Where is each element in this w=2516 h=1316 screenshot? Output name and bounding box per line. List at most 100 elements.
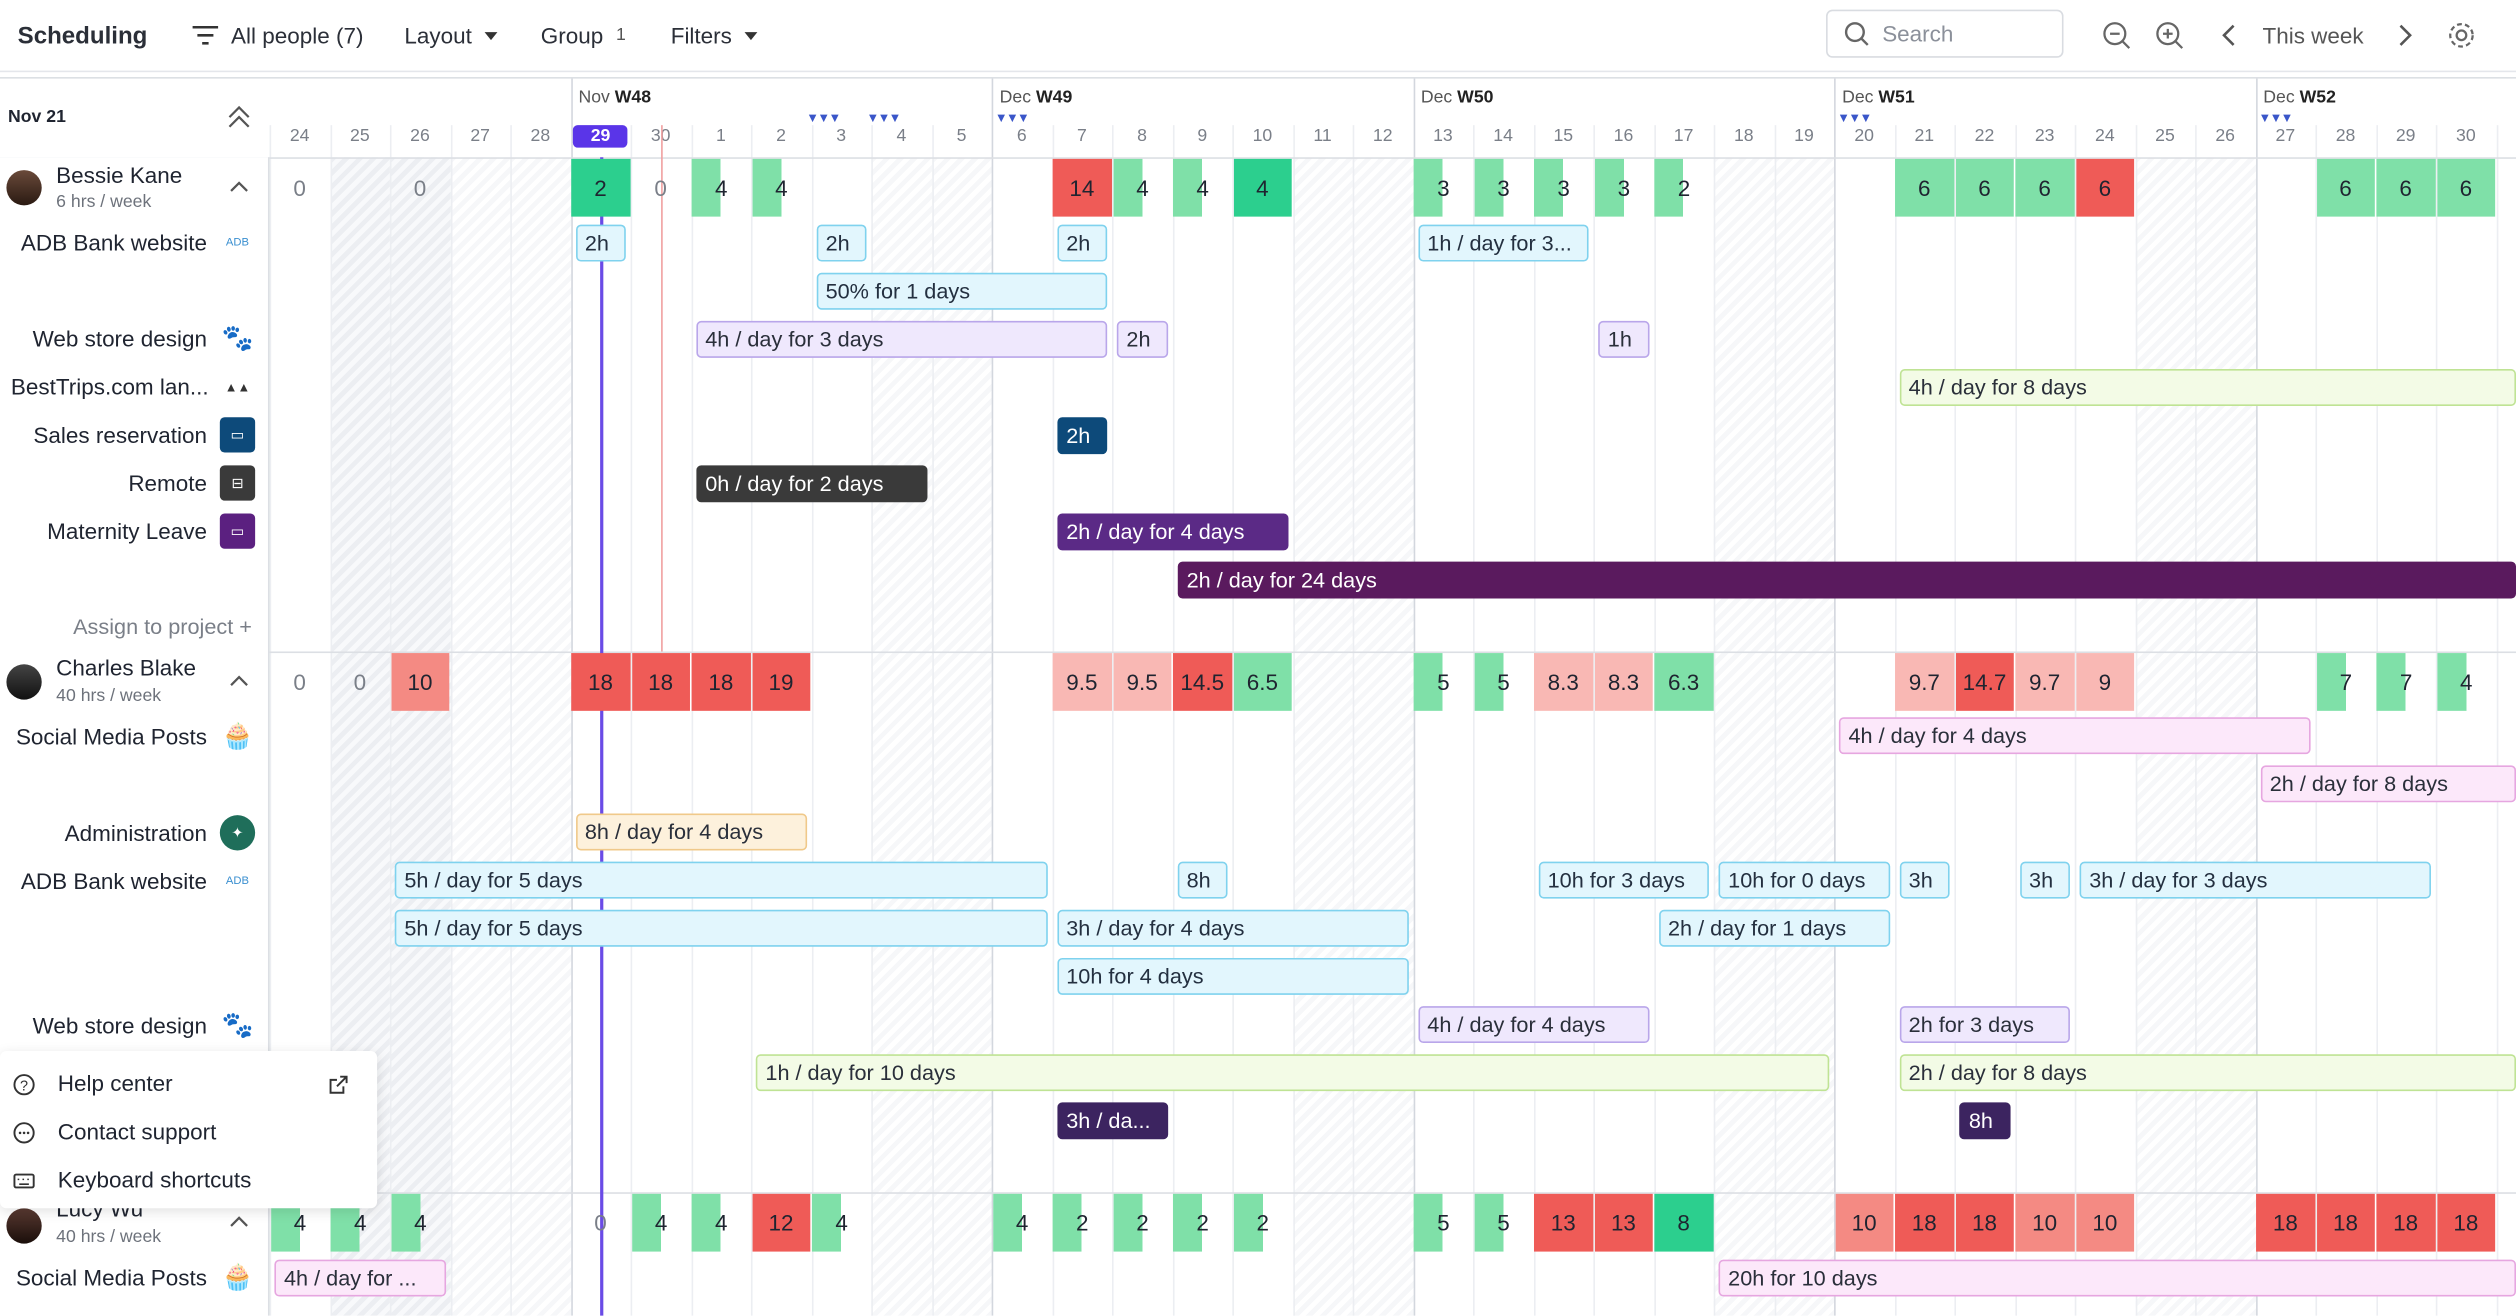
task-bar[interactable]: 4h / day for ... — [274, 1259, 446, 1297]
task-bar[interactable]: 2h — [815, 224, 867, 262]
chevron-up-icon[interactable] — [229, 1213, 248, 1232]
capacity-cell[interactable]: 18 — [631, 653, 690, 711]
capacity-cell[interactable]: 18 — [691, 653, 751, 711]
task-bar[interactable]: 2h / day for 8 days — [2260, 765, 2516, 803]
capacity-cell[interactable]: 13 — [1533, 1193, 1593, 1252]
capacity-cell[interactable]: 0 — [293, 669, 306, 695]
task-bar[interactable]: 10h for 0 days — [1718, 861, 1890, 899]
capacity-cell[interactable]: 7 — [2376, 653, 2436, 711]
zoom-in-icon[interactable] — [2153, 19, 2185, 51]
task-bar[interactable]: 8h — [1176, 861, 1228, 899]
task-bar[interactable]: 8h — [1959, 1102, 2010, 1140]
capacity-cell[interactable]: 4 — [1172, 158, 1233, 217]
capacity-cell[interactable]: 18 — [571, 653, 630, 711]
capacity-cell[interactable]: 9.5 — [1052, 653, 1112, 711]
capacity-cell[interactable]: 18 — [2316, 1193, 2375, 1252]
capacity-cell[interactable]: 18 — [2376, 1193, 2435, 1252]
capacity-cell[interactable]: 10 — [2075, 1193, 2135, 1252]
capacity-cell[interactable]: 18 — [2436, 1193, 2496, 1252]
capacity-cell[interactable]: 10 — [390, 653, 450, 711]
chevron-left-icon[interactable] — [2214, 19, 2246, 51]
capacity-cell[interactable]: 5 — [1413, 1193, 1474, 1252]
task-bar[interactable]: 4h / day for 4 days — [1417, 1006, 1649, 1043]
task-bar[interactable]: 3h / day for 4 days — [1056, 909, 1409, 947]
capacity-cell[interactable]: 4 — [811, 1193, 872, 1252]
capacity-cell[interactable]: 2 — [571, 158, 630, 217]
task-bar[interactable]: 4h / day for 8 days — [1899, 369, 2516, 406]
chevron-up-icon[interactable] — [229, 178, 248, 197]
task-bar[interactable]: 50% for 1 days — [815, 272, 1108, 310]
capacity-cell[interactable]: 0 — [293, 174, 306, 201]
capacity-cell[interactable]: 3 — [1473, 158, 1534, 217]
capacity-cell[interactable]: 4 — [390, 1193, 451, 1252]
task-bar[interactable]: 3h / day for 3 days — [2079, 861, 2431, 899]
project-label[interactable]: Web store design — [32, 1012, 207, 1039]
project-label[interactable]: BestTrips.com lan... — [10, 373, 209, 400]
capacity-cell[interactable]: 18 — [1895, 1193, 1954, 1252]
capacity-cell[interactable]: 6 — [2436, 158, 2496, 217]
capacity-cell[interactable]: 2 — [1112, 1193, 1173, 1252]
capacity-cell[interactable]: 5 — [1473, 1193, 1534, 1252]
project-label[interactable]: Web store design — [32, 325, 207, 352]
capacity-cell[interactable]: 9.5 — [1112, 653, 1172, 711]
capacity-cell[interactable]: 9.7 — [2015, 653, 2074, 711]
task-bar[interactable]: 8h / day for 4 days — [575, 813, 807, 851]
capacity-cell[interactable]: 6 — [2075, 158, 2135, 217]
capacity-cell[interactable]: 8 — [1654, 1193, 1713, 1252]
project-label[interactable]: Maternity Leave — [47, 518, 207, 544]
capacity-cell[interactable]: 3 — [1413, 158, 1474, 217]
all-people-filter[interactable]: All people (7) — [192, 0, 363, 71]
capacity-cell[interactable]: 10 — [1834, 1193, 1894, 1252]
capacity-cell[interactable]: 5 — [1413, 653, 1474, 711]
capacity-cell[interactable]: 14 — [1052, 158, 1112, 217]
chevron-up-icon[interactable] — [229, 672, 248, 691]
capacity-cell[interactable]: 2 — [1052, 1193, 1112, 1252]
capacity-cell[interactable]: 7 — [2316, 653, 2376, 711]
capacity-cell[interactable]: 14.7 — [1955, 653, 2014, 711]
capacity-cell[interactable]: 6 — [1895, 158, 1954, 217]
capacity-cell[interactable]: 0 — [413, 174, 427, 201]
capacity-cell[interactable]: 6 — [2015, 158, 2074, 217]
filters-dropdown[interactable]: Filters — [671, 0, 758, 71]
task-bar[interactable]: 3h / da... — [1056, 1102, 1168, 1140]
capacity-cell[interactable]: 4 — [2436, 653, 2496, 711]
task-bar[interactable]: 2h / day for 24 days — [1176, 561, 2516, 599]
task-bar[interactable]: 2h for 3 days — [1899, 1006, 2070, 1043]
contact-support-link[interactable]: Contact support — [57, 1118, 217, 1145]
capacity-cell[interactable]: 4 — [1112, 158, 1173, 217]
capacity-cell[interactable]: 6.5 — [1233, 653, 1292, 711]
project-label[interactable]: Remote — [128, 470, 207, 496]
project-label[interactable]: Sales reservation — [33, 422, 207, 448]
capacity-cell[interactable]: 2 — [1654, 158, 1714, 217]
capacity-cell[interactable]: 9 — [2075, 653, 2135, 711]
person-name[interactable]: Bessie Kane — [56, 162, 183, 188]
task-bar[interactable]: 2h / day for 4 days — [1056, 513, 1288, 551]
task-bar[interactable]: 1h / day for 10 days — [755, 1054, 1830, 1092]
capacity-cell[interactable]: 6.3 — [1654, 653, 1713, 711]
capacity-cell[interactable]: 6 — [1955, 158, 2014, 217]
capacity-cell[interactable]: 4 — [691, 1193, 751, 1252]
task-bar[interactable]: 2h — [575, 224, 626, 262]
task-bar[interactable]: 5h / day for 5 days — [394, 861, 1048, 899]
search-input[interactable]: Search — [1826, 9, 2064, 58]
task-bar[interactable]: 0h / day for 2 days — [695, 465, 927, 503]
capacity-cell[interactable]: 19 — [751, 653, 811, 711]
capacity-cell[interactable]: 3 — [1533, 158, 1594, 217]
keyboard-shortcuts-link[interactable]: Keyboard shortcuts — [57, 1166, 252, 1193]
task-bar[interactable]: 3h — [2019, 861, 2070, 899]
task-bar[interactable]: 4h / day for 4 days — [1838, 717, 2311, 755]
capacity-cell[interactable]: 6 — [2316, 158, 2375, 217]
capacity-cell[interactable]: 4 — [631, 1193, 691, 1252]
help-center-link[interactable]: Help center — [57, 1070, 173, 1096]
assign-to-project-link[interactable]: Assign to project + — [73, 614, 252, 639]
zoom-out-icon[interactable] — [2100, 19, 2132, 51]
capacity-cell[interactable]: 18 — [1955, 1193, 2014, 1252]
capacity-cell[interactable]: 13 — [1594, 1193, 1653, 1252]
task-bar[interactable]: 4h / day for 3 days — [695, 320, 1108, 358]
capacity-cell[interactable]: 2 — [1233, 1193, 1293, 1252]
capacity-cell[interactable]: 9.7 — [1895, 653, 1954, 711]
task-bar[interactable]: 5h / day for 5 days — [394, 909, 1048, 947]
task-bar[interactable]: 1h / day for 3... — [1417, 224, 1589, 262]
layout-dropdown[interactable]: Layout — [404, 0, 498, 71]
